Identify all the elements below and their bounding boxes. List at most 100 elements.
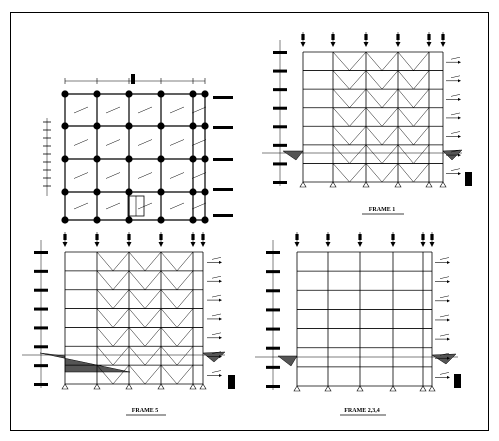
frame1-lateral-load-5-note — [450, 149, 461, 153]
plan-column-4-3 — [189, 188, 197, 196]
frame234-support-3 — [389, 385, 397, 392]
frame1-brace-a-1-3 — [332, 107, 350, 127]
frame5-brace-b-2-5 — [144, 346, 162, 366]
frame5-brace-a-2-1 — [128, 270, 146, 290]
frame1-brace-b-3-2 — [413, 88, 430, 108]
frame1-brace-b-1-5 — [349, 144, 367, 164]
frame5-brace-b-1-6 — [112, 364, 130, 385]
frame1-brace-a-2-0 — [365, 51, 383, 71]
plan-column-2-3 — [125, 188, 133, 196]
frame5-support-3 — [157, 383, 165, 390]
frame1-lateral-load-6-note — [450, 168, 461, 171]
frame234-lateral-load-6-note — [439, 372, 450, 375]
plan-span-arrow-4-3 — [191, 202, 207, 210]
frame5-brace-a-3-5 — [160, 346, 178, 366]
frame1-lateral-load-4-note — [450, 131, 461, 134]
frame1-brace-b-3-4 — [413, 126, 430, 146]
frame1-scale-block — [465, 172, 472, 186]
frame5-brace-a-1-1 — [96, 270, 114, 290]
plan-column-1-1 — [93, 122, 101, 130]
frame5-brace-b-2-2 — [144, 289, 162, 309]
frame5-lateral-load-0-head — [219, 260, 222, 264]
frame5-brace-a-1-4 — [96, 327, 114, 347]
frame1-brace-b-1-3 — [349, 107, 367, 127]
frame5-support-0 — [61, 383, 69, 390]
plan-span-arrow-2-2 — [137, 172, 153, 179]
frame5-brace-a-1-6 — [96, 364, 114, 385]
frame5-top-load-arrow-4-head — [190, 242, 196, 247]
plan-span-arrow-0-1 — [73, 139, 89, 146]
frame234-scale-block — [454, 374, 461, 388]
plan-column-3-0 — [157, 90, 165, 98]
plan-column-0-2 — [61, 155, 69, 163]
plan-column-1-0 — [93, 90, 101, 98]
frame1-brace-b-1-2 — [349, 88, 367, 108]
plan-span-arrow-1-1 — [105, 139, 121, 146]
plan-column-1-4 — [93, 216, 101, 224]
plan-column-5-2 — [201, 155, 209, 163]
frame234-top-load-arrow-3-head — [390, 242, 396, 247]
frame5-brace-b-3-5 — [176, 346, 194, 366]
frame1-brace-a-3-3 — [397, 107, 414, 127]
frame5-brace-a-1-2 — [96, 289, 114, 309]
frame5-scale-block — [228, 375, 235, 389]
frame1-top-load-arrow-4-head — [426, 42, 432, 47]
frame234-top-load-arrow-5-bar — [430, 234, 434, 240]
frame1-brace-b-2-3 — [381, 107, 399, 127]
frame234-lateral-load-5-note — [439, 352, 450, 356]
frame1-brace-b-2-5 — [381, 144, 399, 164]
frame234-lateral-load-1-head — [447, 280, 450, 284]
plan-column-2-2 — [125, 155, 133, 163]
frame5-lateral-load-5-head — [219, 355, 222, 359]
frame234-top-load-arrow-3-bar — [391, 234, 395, 240]
frame5-brace-b-1-3 — [112, 308, 130, 328]
frame5-brace-a-3-1 — [160, 270, 178, 290]
frame5-lateral-load-1-note — [211, 275, 222, 279]
frame1-brace-a-1-5 — [332, 144, 350, 164]
plan-span-arrow-4-1 — [191, 139, 207, 146]
frame5-brace-b-2-4 — [144, 327, 162, 347]
frame5-brace-a-1-0 — [96, 251, 114, 272]
plan-span-arrow-3-0 — [169, 106, 185, 114]
frame5-brace-b-2-6 — [144, 364, 162, 385]
frame1-brace-a-3-4 — [397, 126, 414, 146]
frame5-top-load-arrow-2-head — [126, 242, 132, 247]
plan-column-4-4 — [189, 216, 197, 224]
frame1-lateral-load-6-head — [458, 172, 461, 176]
frame234-top-load-arrow-1-head — [325, 242, 331, 247]
frame234-support-4 — [419, 385, 427, 392]
frame5-brace-b-2-1 — [144, 270, 162, 290]
frame5-support-1 — [93, 383, 101, 390]
plan-span-arrow-2-0 — [137, 106, 153, 114]
plan-span-arrow-1-3 — [105, 202, 121, 210]
frame5-brace-a-3-2 — [160, 289, 178, 309]
frame5-lateral-load-0-note — [211, 257, 222, 260]
frame5-brace-a-2-2 — [128, 289, 146, 309]
frame234-lateral-load-3-note — [439, 314, 450, 318]
frame-5-label: FRAME 5 — [132, 408, 159, 414]
frame1-top-load-arrow-0-bar — [301, 34, 305, 40]
plan-span-arrow-2-1 — [137, 139, 153, 146]
frame1-top-load-arrow-5-head — [440, 42, 446, 47]
frame5-top-load-arrow-3-bar — [159, 234, 163, 240]
plan-column-2-1 — [125, 122, 133, 130]
frame5-top-load-arrow-1-head — [94, 242, 100, 247]
frame1-brace-a-3-5 — [397, 144, 414, 164]
frame1-brace-a-2-3 — [365, 107, 383, 127]
plan-span-arrow-3-3 — [169, 202, 185, 210]
frame5-lateral-load-6-note — [211, 370, 222, 373]
plan-span-arrow-1-0 — [105, 106, 121, 114]
frame234-top-load-arrow-5-head — [429, 242, 435, 247]
plan-column-3-4 — [157, 216, 165, 224]
frame234-top-load-arrow-0-head — [294, 242, 300, 247]
frame234-top-load-arrow-0-bar — [295, 234, 299, 240]
frame-5-elevation — [22, 232, 235, 390]
frame1-lateral-load-0-note — [450, 56, 461, 60]
floor-plan-view — [43, 74, 233, 224]
frame5-brace-a-2-5 — [128, 346, 146, 366]
frame5-brace-a-2-4 — [128, 327, 146, 347]
frame234-soil-hatch-0 — [277, 355, 298, 367]
frame1-brace-b-3-6 — [413, 163, 430, 183]
frame1-lateral-load-5-head — [458, 153, 461, 157]
